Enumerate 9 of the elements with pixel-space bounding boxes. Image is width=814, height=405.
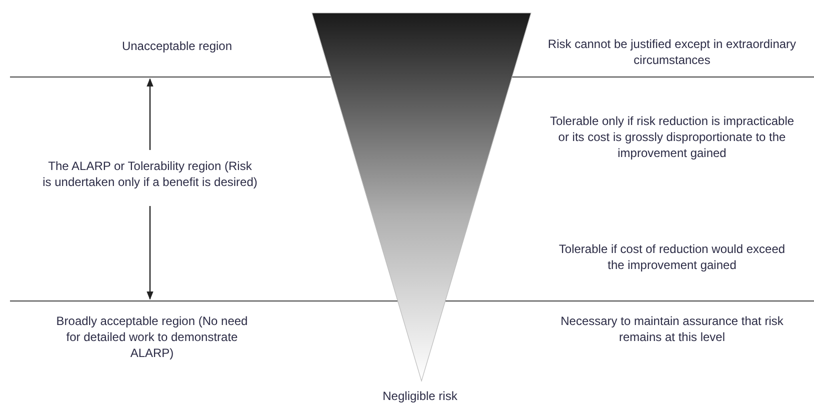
region-note: Necessary to maintain assurance that risk remains at this level <box>560 313 784 345</box>
region-label: Unacceptable region <box>120 38 234 54</box>
region-note: Tolerable if cost of reduction would exceed the improvement gained <box>558 241 786 273</box>
apex-label: Negligible risk <box>382 388 458 404</box>
region-label: The ALARP or Tolerability region (Risk is undertaken only if a benefit is desired) <box>42 158 258 190</box>
risk-triangle <box>312 12 532 382</box>
region-note: Risk cannot be justified except in extraordinary circumstances <box>547 36 797 68</box>
region-label: Broadly acceptable region (No need for detailed work to demonstrate ALARP) <box>55 313 249 361</box>
region-note: Tolerable only if risk reduction is impracticable or its cost is grossly disproportionate to the improvement gained <box>550 113 794 161</box>
